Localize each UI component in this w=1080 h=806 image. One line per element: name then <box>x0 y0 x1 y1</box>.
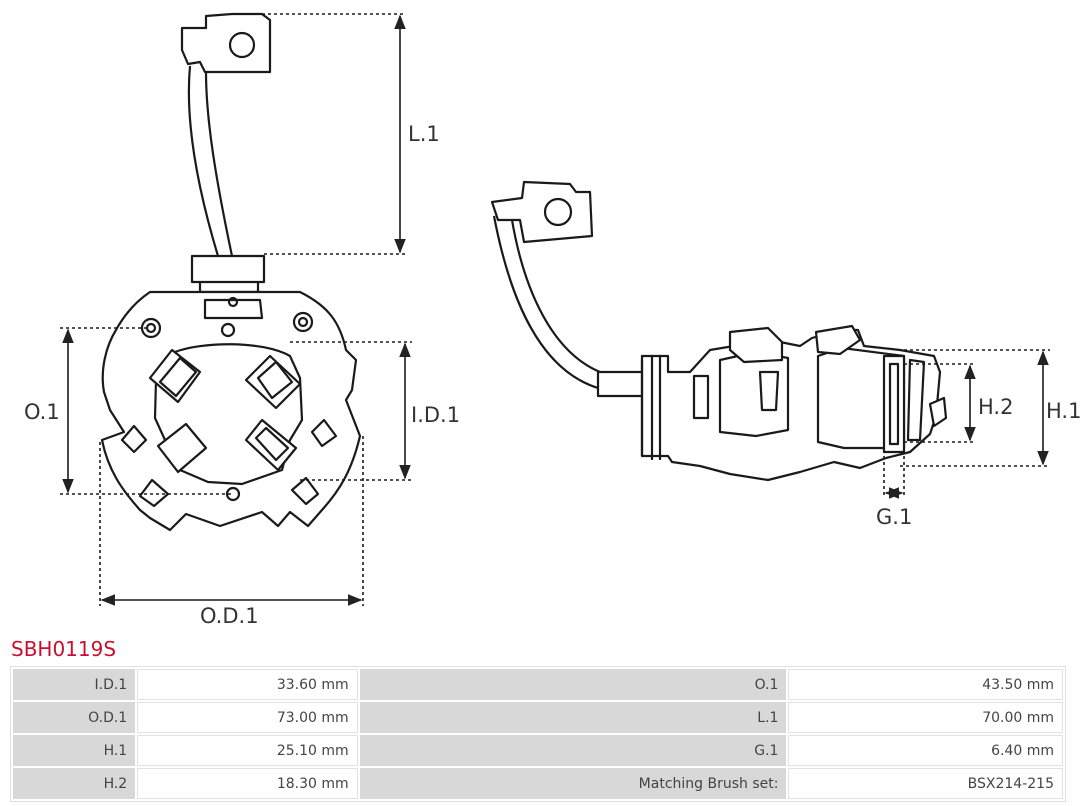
side-lead-wire <box>492 215 599 390</box>
side-view-brush-holder <box>490 180 948 482</box>
spec-label: H.2 <box>13 768 136 799</box>
spec-value: 18.30 mm <box>137 768 358 799</box>
table-row: H.2 18.30 mm Matching Brush set: BSX214-… <box>13 768 1063 799</box>
lead-wire <box>187 65 220 257</box>
spec-value: 73.00 mm <box>137 702 358 733</box>
table-row: H.1 25.10 mm G.1 6.40 mm <box>13 735 1063 766</box>
spec-value: 25.10 mm <box>137 735 358 766</box>
terminal-lug <box>180 12 272 74</box>
wire-connector <box>190 254 266 284</box>
spec-value: 6.40 mm <box>788 735 1063 766</box>
spec-value: 43.50 mm <box>788 669 1063 700</box>
brush-box-upper-right <box>244 354 302 410</box>
front-dimensions <box>60 13 412 606</box>
front-view-brush-holder <box>100 12 362 532</box>
side-brush-box-left <box>718 326 790 438</box>
side-brush-box-right <box>814 324 906 454</box>
spec-label: I.D.1 <box>13 669 136 700</box>
central-bore <box>153 343 304 486</box>
dim-label-h1: H.1 <box>1046 399 1080 423</box>
side-terminal-lug <box>490 180 594 244</box>
spec-label: G.1 <box>359 735 787 766</box>
technical-drawing: L.1 O.1 I.D.1 O.D.1 H.1 H.2 G.1 <box>24 12 1080 628</box>
brush-box-lower-right <box>244 418 298 472</box>
spec-label: O.1 <box>359 669 787 700</box>
spec-label: H.1 <box>13 735 136 766</box>
part-code: SBH0119S <box>11 637 117 661</box>
spec-value: 33.60 mm <box>137 669 358 700</box>
spec-label: Matching Brush set: <box>359 768 787 799</box>
table-row: I.D.1 33.60 mm O.1 43.50 mm <box>13 669 1063 700</box>
table-row: O.D.1 73.00 mm L.1 70.00 mm <box>13 702 1063 733</box>
dim-label-od1: O.D.1 <box>200 604 259 628</box>
side-dimensions <box>883 349 1050 499</box>
dim-label-id1: I.D.1 <box>411 403 460 427</box>
dim-label-o1: O.1 <box>24 400 60 424</box>
spec-label: O.D.1 <box>13 702 136 733</box>
dim-label-l1: L.1 <box>408 122 440 146</box>
brush-box-lower-left <box>156 422 208 474</box>
dim-label-g1: G.1 <box>876 505 912 529</box>
spec-value: BSX214-215 <box>788 768 1063 799</box>
brush-box-upper-left <box>148 348 202 404</box>
spec-label: L.1 <box>359 702 787 733</box>
terminal-hole <box>228 31 256 59</box>
dim-label-h2: H.2 <box>978 395 1013 419</box>
spec-value: 70.00 mm <box>788 702 1063 733</box>
spec-table: I.D.1 33.60 mm O.1 43.50 mm O.D.1 73.00 … <box>10 666 1066 802</box>
holder-plate <box>100 290 362 532</box>
